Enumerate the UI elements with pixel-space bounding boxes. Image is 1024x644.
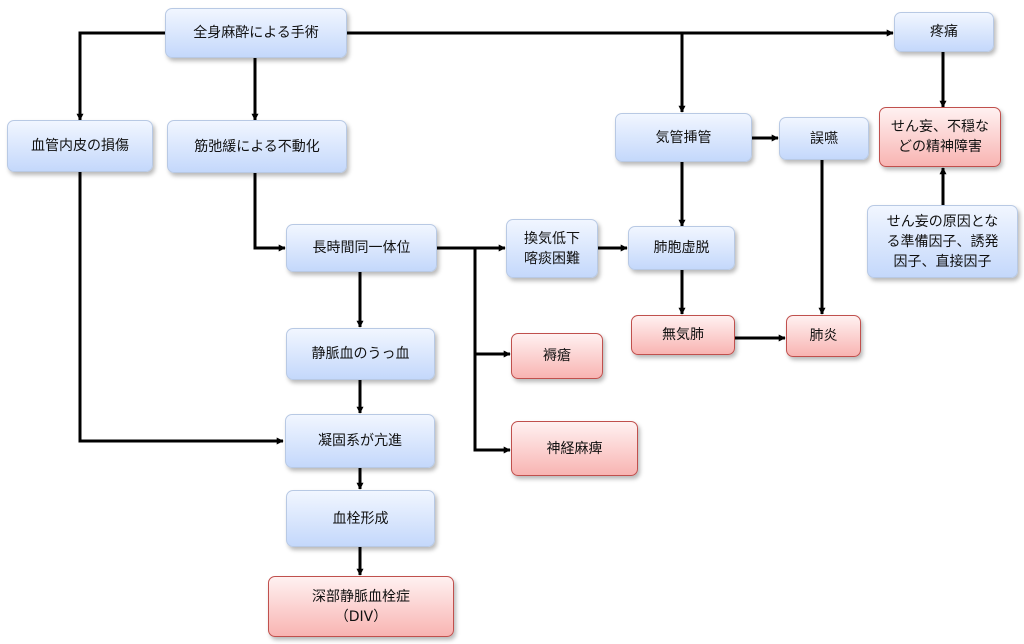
edge-vascular-damage-to-coagulation: [78, 172, 284, 445]
node-pneumonia: 肺炎: [786, 315, 861, 357]
node-pressure-ulcer: 褥瘡: [511, 333, 603, 379]
node-atelectasis: 無気肺: [631, 315, 735, 355]
node-thrombus-formation: 血栓形成: [286, 490, 435, 547]
edge-surgery-to-vascular-damage: [76, 31, 165, 121]
node-venous-congestion: 静脈血のうっ血: [286, 328, 435, 380]
node-nerve-palsy: 神経麻痺: [511, 421, 638, 476]
node-delirium-causes: せん妄の原因とな る準備因子、誘発 因子、直接因子: [867, 205, 1018, 278]
edge-position-to-nerve-palsy: [473, 354, 511, 454]
node-vascular-endothelium-damage: 血管内皮の損傷: [7, 120, 153, 172]
node-aspiration: 誤嚥: [779, 117, 869, 160]
node-coagulation-hyperactivity: 凝固系が亢進: [285, 414, 435, 468]
node-pain: 疼痛: [894, 12, 994, 52]
node-alveolar-collapse: 肺胞虚脱: [628, 226, 735, 270]
node-deep-vein-thrombosis: 深部静脈血栓症 （DIV）: [268, 576, 454, 637]
node-prolonged-same-position: 長時間同一体位: [286, 224, 437, 272]
node-general-anesthesia-surgery: 全身麻酔による手術: [165, 8, 347, 58]
node-hypoventilation-sputum: 換気低下 喀痰困難: [506, 219, 598, 278]
node-tracheal-intubation: 気管挿管: [615, 113, 752, 162]
node-delirium-mental-disorder: せん妄、不穏な どの精神障害: [879, 107, 1001, 167]
edge-position-to-pressure-ulcer: [473, 248, 511, 358]
node-immobility-muscle-relaxation: 筋弛緩による不動化: [167, 120, 347, 173]
edge-immobility-to-position: [253, 173, 286, 252]
